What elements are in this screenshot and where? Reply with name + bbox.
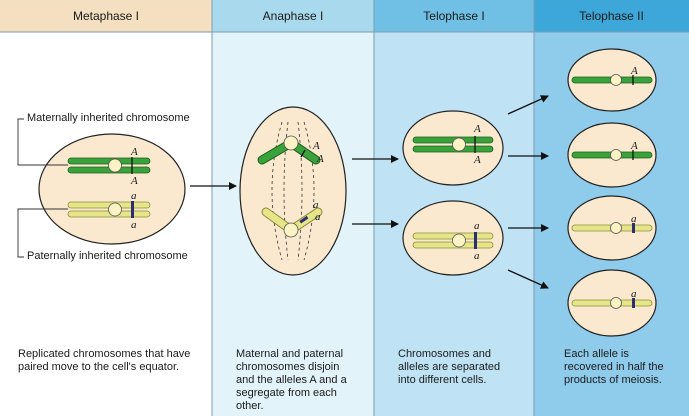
allele-A: A [630,65,638,77]
maternal-chromosome-pair [67,157,151,174]
maternal-label-connector [17,118,68,166]
allele-A: A [312,140,320,152]
allele-a: a [474,220,480,232]
maternal-chromosome [412,136,494,153]
spindle-fibers [271,121,315,261]
caption-telophase-2: Each allele is recovered in half the pro… [564,348,664,386]
caption-anaphase-1: Maternal and paternal chromosomes disjoi… [236,348,347,412]
allele-a: a [131,190,137,202]
header-bg-metaphase [0,0,212,32]
maternal-chromosome-separating [257,135,321,165]
caption-telophase-1: Chromosomes and alleles are separated in… [398,348,501,386]
allele-a: a [315,211,321,223]
paternal-label-connector [17,208,68,258]
centromere [610,222,622,234]
centromere [610,149,622,161]
allele-A: A [473,154,481,166]
header-telophase-1: Telophase I [423,9,485,23]
maternal-label: Maternally inherited chromosome [27,112,190,124]
allele-a: a [474,250,480,262]
header-telophase-2: Telophase II [579,9,644,23]
caption-metaphase-1: Replicated chromosomes that have paired … [18,348,191,373]
centromere [610,297,622,309]
centromere [283,135,299,151]
allele-a: a [631,213,637,225]
allele-A: A [473,123,481,135]
cell-anaphase [239,106,347,276]
header-bg-telophase-2 [534,0,689,32]
allele-A: A [316,153,324,165]
cell-metaphase [38,133,186,245]
paternal-label: Paternally inherited chromosome [27,250,188,262]
centromere [108,158,122,173]
header-bg-anaphase [212,0,374,32]
allele-A: A [630,140,638,152]
allele-a: a [313,199,319,211]
paternal-chromosome [412,232,494,249]
centromere [283,222,299,238]
header-anaphase-1: Anaphase I [262,9,324,23]
allele-marker [632,298,635,308]
header-bg-telophase-1 [374,0,534,32]
arrow-telophase-to-gamete-1 [507,95,549,115]
paternal-chromosome-separating [261,207,323,238]
allele-a: a [631,288,637,300]
centromere [108,202,122,217]
arrow-telophase-to-gamete-4 [507,269,549,289]
allele-A: A [130,146,138,158]
header-metaphase-1: Metaphase I [72,9,140,23]
centromere [610,74,622,86]
allele-A: A [130,175,138,187]
centromere [452,233,466,248]
allele-marker [632,223,635,233]
paternal-chromosome-pair [67,201,151,218]
centromere [452,137,466,152]
allele-a: a [131,219,137,231]
